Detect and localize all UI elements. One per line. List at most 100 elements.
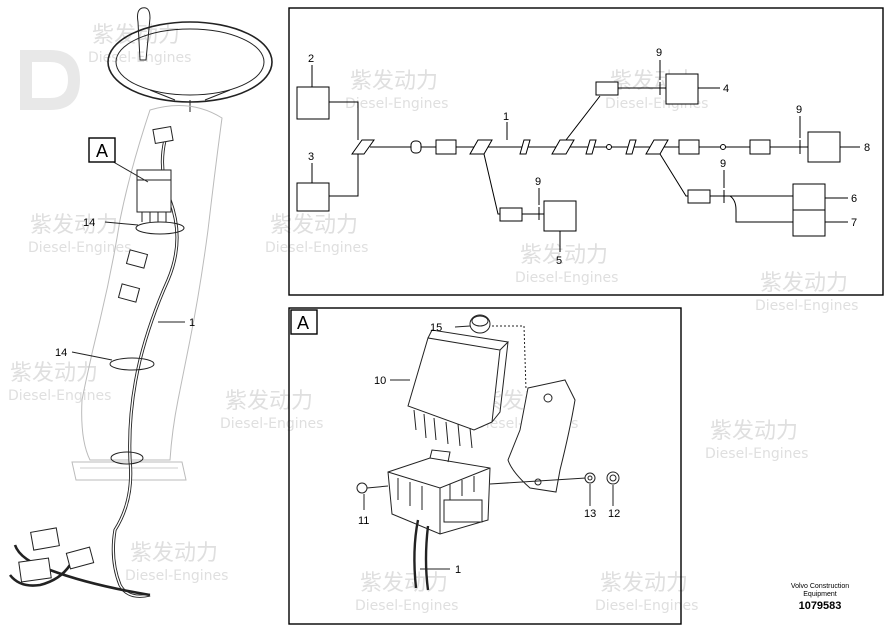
bottom-connector-1 — [30, 527, 60, 551]
connector-d — [595, 81, 619, 96]
steering-knob — [137, 7, 151, 61]
watermark-cn: 紫发动力 — [600, 571, 688, 596]
clip-3 — [625, 139, 637, 155]
watermark-en: Diesel-Engines — [28, 240, 131, 256]
watermark-en: Diesel-Engines — [345, 96, 448, 112]
grommet-symbol — [410, 140, 422, 154]
splice-4 — [645, 139, 669, 155]
component-4 — [665, 73, 699, 105]
watermark-en: Diesel-Engines — [355, 598, 458, 614]
grommet — [110, 451, 144, 465]
overview-drawing — [8, 7, 273, 598]
schematic — [296, 60, 860, 252]
watermark-cn: 紫发动力 — [350, 69, 438, 94]
label-11: 11 — [358, 515, 369, 527]
component-5 — [543, 200, 577, 232]
connector-c — [749, 139, 771, 155]
label-14-lower: 14 — [55, 347, 67, 359]
label-10: 10 — [374, 375, 386, 387]
splice-3 — [551, 139, 575, 155]
watermark-en: Diesel-Engines — [705, 446, 808, 462]
watermark-cn: 紫发动力 — [710, 419, 798, 444]
component-6 — [792, 183, 826, 211]
connector-f — [687, 189, 711, 204]
label-3: 3 — [308, 151, 314, 163]
node-1 — [606, 144, 612, 150]
label-8: 8 — [864, 142, 870, 154]
detail-drawing — [356, 314, 620, 591]
drawing-number: 1079583 — [798, 600, 842, 612]
clip-1 — [519, 139, 531, 155]
watermark-cn: 紫发动力 — [270, 213, 358, 238]
label-4: 4 — [723, 83, 729, 95]
label-2: 2 — [308, 53, 314, 65]
connector-mid-1 — [125, 249, 149, 269]
steering-column-shroud — [81, 105, 223, 461]
label-9-lower: 9 — [535, 176, 541, 188]
label-1-overview: 1 — [189, 317, 195, 329]
watermark-cn: 紫发动力 — [10, 361, 98, 386]
component-2 — [296, 86, 330, 120]
relay-socket — [387, 457, 491, 535]
label-6: 6 — [851, 193, 857, 205]
label-15: 15 — [430, 322, 442, 334]
schematic-panel — [288, 7, 884, 296]
watermark-cn: 紫发动力 — [130, 541, 218, 566]
leader-14b — [71, 351, 113, 361]
terminal-9-lower — [535, 188, 543, 220]
watermark-logo — [20, 50, 80, 110]
terminal-9-right — [796, 116, 804, 154]
watermark-cn: 紫发动力 — [30, 213, 118, 238]
relay-unit-overview — [136, 169, 172, 213]
label-9-upper: 9 — [656, 47, 662, 59]
component-7 — [792, 209, 826, 237]
relay-10 — [407, 337, 501, 431]
callout-a-label: A — [96, 141, 108, 161]
label-1-detail: 1 — [455, 564, 461, 576]
bottom-connector-2 — [65, 546, 95, 570]
label-14-upper: 14 — [83, 217, 95, 229]
watermark-cn: 紫发动力 — [92, 23, 180, 48]
watermark-en: Diesel-Engines — [515, 270, 618, 286]
component-8 — [807, 131, 841, 163]
connector-e — [499, 207, 523, 222]
watermark-cn: 紫发动力 — [360, 571, 448, 596]
callout-a-box — [88, 137, 116, 163]
node-2 — [720, 144, 726, 150]
bracket-plate — [507, 379, 576, 493]
watermark-cn: 紫发动力 — [760, 271, 848, 296]
lower-harness — [8, 544, 151, 597]
cable-tie-upper — [135, 221, 185, 235]
top-connector — [152, 125, 174, 145]
watermark-cn: 紫发动力 — [225, 389, 313, 414]
watermark-cn: 紫发动力 — [520, 243, 608, 268]
splice-1 — [351, 139, 375, 155]
detail-panel — [288, 307, 682, 625]
clip-2 — [585, 139, 597, 155]
label-9-mid: 9 — [720, 158, 726, 170]
connector-b — [678, 139, 700, 155]
terminal-9-upper — [656, 60, 664, 95]
credit-company: Volvo Construction — [790, 583, 850, 590]
label-7: 7 — [851, 217, 857, 229]
detail-harness — [413, 519, 430, 591]
bottom-connector-3 — [18, 557, 52, 583]
watermark-en: Diesel-Engines — [125, 568, 228, 584]
cable-tie-lower — [109, 357, 155, 371]
watermark-en: Diesel-Engines — [265, 240, 368, 256]
connector-a — [435, 139, 457, 155]
label-1-schematic: 1 — [503, 111, 509, 123]
leader-a — [109, 159, 149, 183]
label-5: 5 — [556, 255, 562, 267]
credit-division: Equipment — [803, 591, 837, 598]
label-12: 12 — [608, 508, 620, 520]
watermark-en: Diesel-Engines — [595, 598, 698, 614]
connector-mid-2 — [117, 283, 141, 303]
watermark-en: Diesel-Engines — [8, 388, 111, 404]
watermark-en: Diesel-Engines — [220, 416, 323, 432]
column-base — [71, 461, 187, 481]
label-13: 13 — [584, 508, 596, 520]
screw-11 — [356, 482, 368, 494]
watermark-en: Diesel-Engines — [755, 298, 858, 314]
